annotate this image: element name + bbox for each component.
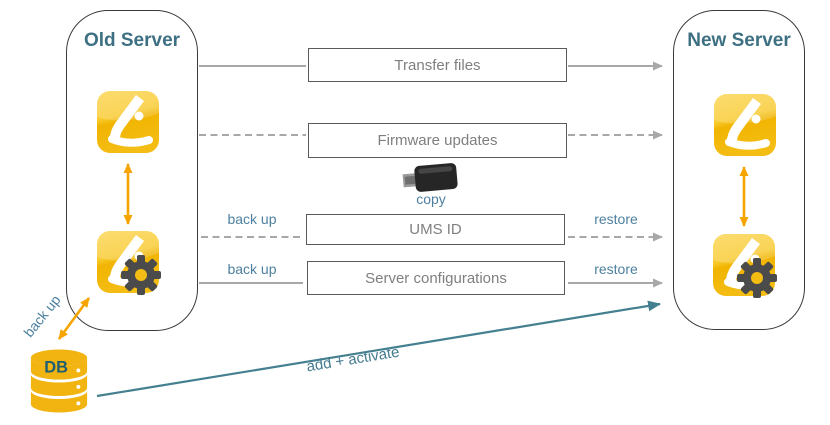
database-cylinder-icon: DB [30,349,88,413]
step-label: Firmware updates [377,132,498,149]
igel-app-icon [714,94,776,156]
step-label: UMS ID [409,221,462,238]
step-box-transfer-files: Transfer files [308,48,567,82]
restore-label-ums: restore [594,211,638,227]
restore-label-config: restore [594,261,638,277]
back-up-label-config: back up [227,261,277,277]
gear-icon [121,255,161,295]
step-label: Transfer files [394,56,481,74]
db-label: DB [44,358,68,376]
igel-console-gear-icon [97,231,161,295]
new-server-container [673,10,805,330]
igel-console-gear-icon [713,234,777,298]
back-up-label-ums: back up [227,211,277,227]
usb-stick-icon [402,163,458,192]
igel-app-icon [97,91,159,153]
back-up-db-label: back up [20,291,64,341]
step-label: Server configurations [365,269,507,287]
add-activate-label: add + activate [305,343,401,376]
step-box-ums-id: UMS ID [306,214,565,245]
gear-icon [737,258,777,298]
step-box-server-configurations: Server configurations [307,261,565,295]
old-server-title: Old Server [83,30,181,51]
new-server-title: New Server [687,30,791,51]
copy-label: copy [416,191,446,207]
step-box-firmware-updates: Firmware updates [308,123,567,158]
